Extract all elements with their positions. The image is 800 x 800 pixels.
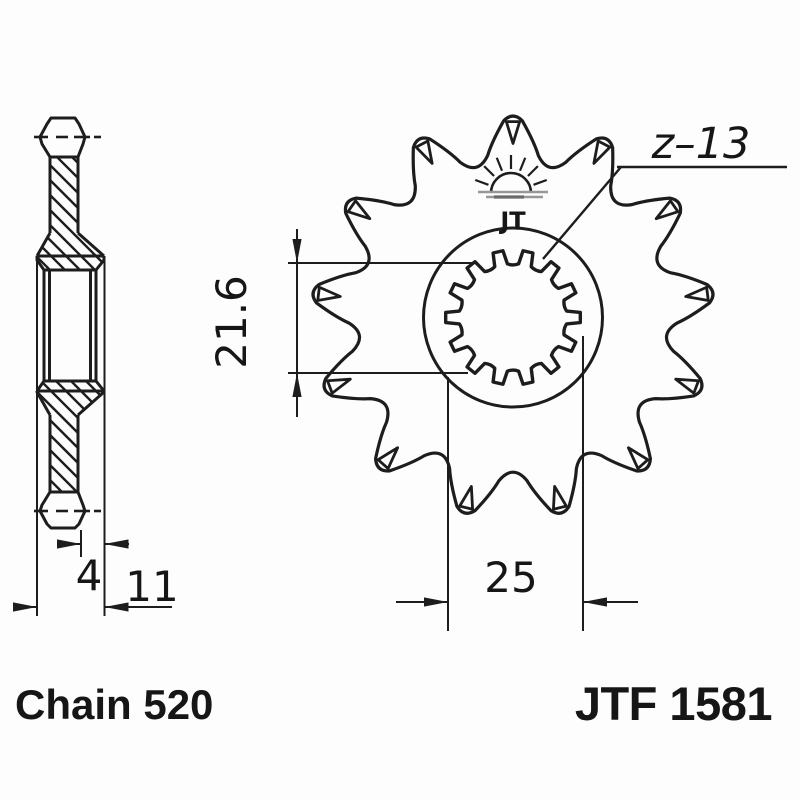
dimension-4-label: 4: [76, 551, 103, 600]
leader-line: [542, 166, 622, 260]
line: [94, 157, 104, 270]
dimension-arrowhead: [57, 539, 81, 549]
tooth-chamfer-mark: [326, 377, 352, 395]
dimension-arrowhead: [104, 539, 129, 549]
sun-ray: [527, 165, 539, 177]
dimension-lines: [13, 165, 787, 631]
dimension-arrowhead: [583, 597, 607, 607]
part-number-label: JTF 1581: [575, 677, 772, 730]
dimension-11-label: 11: [125, 562, 178, 611]
sun-ray: [495, 157, 504, 172]
teeth-count-callout: z–13: [651, 119, 751, 169]
spline-bore: [443, 249, 583, 386]
line: [37, 157, 104, 270]
sprocket-outline: [311, 114, 715, 515]
dimension-arrowhead: [424, 597, 448, 607]
tooth-chamfer-mark: [674, 377, 700, 395]
line: [37, 157, 104, 270]
dimension-arrowhead: [292, 239, 302, 263]
line: [37, 381, 104, 492]
tooth-chamfer-mark: [626, 446, 650, 470]
line: [49, 157, 104, 270]
chain-size-label: Chain 520: [15, 681, 213, 728]
side-view-outline: [35, 116, 106, 530]
tooth-chamfer-mark: [684, 285, 710, 302]
sun-ray: [533, 178, 548, 186]
tooth-chamfer-mark: [458, 485, 474, 511]
tooth-chamfer-mark: [504, 120, 522, 145]
sun-ray: [483, 165, 495, 177]
sun-ray: [518, 157, 527, 172]
tooth-chamfer-mark: [376, 446, 400, 470]
sun-icon: [489, 171, 533, 194]
dimension-arrowhead: [292, 373, 302, 397]
dimension-arrowhead: [13, 602, 37, 612]
tooth-chamfer-mark: [316, 285, 342, 302]
sun-ray: [474, 178, 489, 186]
dimension-arrowhead: [104, 602, 129, 612]
line: [94, 381, 104, 492]
line: [37, 157, 104, 270]
jt-logo-text: JT: [498, 207, 526, 235]
front-view: [311, 114, 715, 515]
tooth-chamfer-mark: [552, 485, 568, 511]
dimension-25-label: 25: [484, 553, 537, 602]
tooth-chamfer-mark: [592, 139, 612, 165]
jt-logo: [474, 155, 548, 199]
line: [49, 381, 104, 492]
tooth-chamfer-mark: [654, 199, 680, 221]
hub-circle: [422, 226, 604, 409]
line: [37, 157, 104, 270]
tooth-chamfer-mark: [414, 139, 434, 165]
tooth-chamfer-mark: [346, 199, 372, 221]
line: [37, 381, 104, 492]
dimension-21-6-label: 21.6: [207, 275, 256, 369]
line: [37, 157, 104, 270]
line: [37, 381, 104, 492]
